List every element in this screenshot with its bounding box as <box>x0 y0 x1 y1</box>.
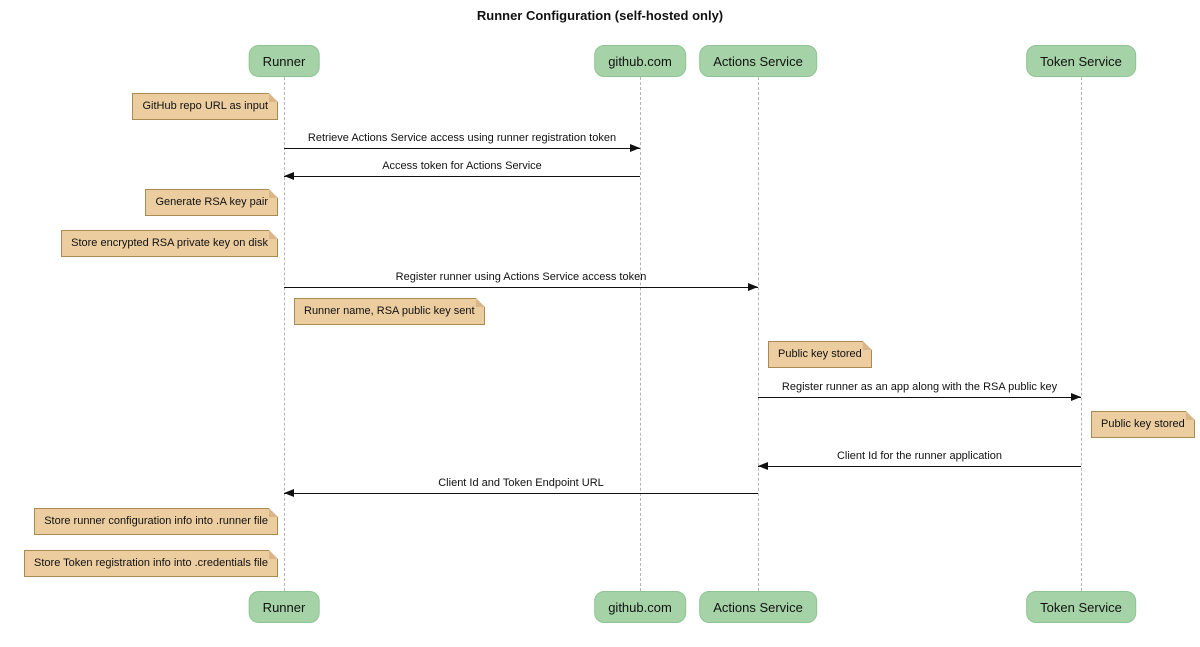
message-label-2: Access token for Actions Service <box>382 160 542 172</box>
lifeline-runner <box>284 77 285 591</box>
participant-github-com-top: github.com <box>594 45 686 77</box>
lifeline-github-com <box>640 77 641 591</box>
lifeline-actions-service <box>758 77 759 591</box>
message-arrow-6-actions-service-to-runner <box>284 489 758 497</box>
participant-github-com-bottom: github.com <box>594 591 686 623</box>
message-label-1: Retrieve Actions Service access using ru… <box>307 132 617 144</box>
diagram-title: Runner Configuration (self-hosted only) <box>476 8 724 23</box>
lifeline-token-service <box>1081 77 1082 591</box>
note-1-github-repo-url-as-input: GitHub repo URL as input <box>132 93 278 120</box>
participant-runner-top: Runner <box>248 45 320 77</box>
note-2-generate-rsa-key-pair: Generate RSA key pair <box>145 189 278 216</box>
note-7-store-runner-configurati: Store runner configuration info into .ru… <box>34 508 278 535</box>
note-5-public-key-stored: Public key stored <box>768 341 872 368</box>
participant-actions-service-bottom: Actions Service <box>699 591 817 623</box>
message-arrow-5-token-service-to-actions-service <box>758 462 1081 470</box>
participant-runner-bottom: Runner <box>248 591 320 623</box>
participant-token-service-top: Token Service <box>1026 45 1136 77</box>
message-arrow-4-actions-service-to-token-service <box>758 393 1081 401</box>
participant-token-service-bottom: Token Service <box>1026 591 1136 623</box>
message-label-4: Register runner as an app along with the… <box>781 381 1058 393</box>
note-4-runner-name-rsa-public-k: Runner name, RSA public key sent <box>294 298 485 325</box>
message-label-6: Client Id and Token Endpoint URL <box>438 477 604 489</box>
message-arrow-2-github-com-to-runner <box>284 172 640 180</box>
message-label-3: Register runner using Actions Service ac… <box>395 271 647 283</box>
note-3-store-encrypted-rsa-priv: Store encrypted RSA private key on disk <box>61 230 278 257</box>
note-8-store-token-registration: Store Token registration info into .cred… <box>24 550 278 577</box>
participant-actions-service-top: Actions Service <box>699 45 817 77</box>
message-arrow-1-runner-to-github-com <box>284 144 640 152</box>
message-label-5: Client Id for the runner application <box>836 450 1003 462</box>
message-arrow-3-runner-to-actions-service <box>284 283 758 291</box>
note-6-public-key-stored: Public key stored <box>1091 411 1195 438</box>
